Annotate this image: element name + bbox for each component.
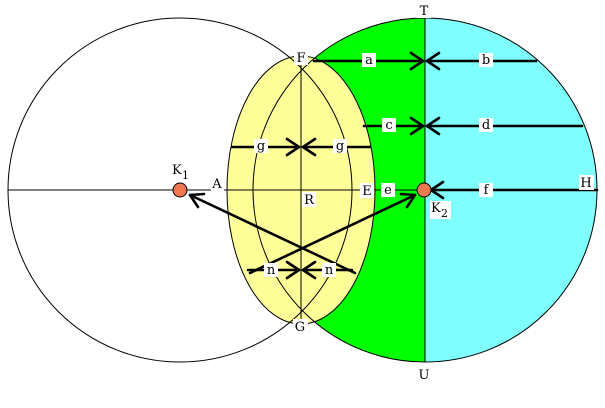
node-k2 (416, 182, 432, 198)
label-f: f (479, 183, 493, 198)
svg-text:T: T (420, 4, 429, 19)
svg-text:f: f (484, 183, 490, 198)
label-g-left: g (254, 139, 268, 154)
svg-text:n: n (267, 263, 276, 278)
label-k1-sub: 1 (182, 169, 189, 182)
label-b: b (479, 53, 493, 68)
label-g-point: G (293, 319, 308, 335)
label-d: d (479, 118, 493, 133)
svg-text:g: g (257, 139, 265, 154)
svg-text:E: E (362, 184, 372, 199)
svg-text:G: G (295, 320, 305, 335)
label-r-point: R (302, 192, 316, 208)
label-k1: K 1 (171, 162, 191, 182)
label-t: T (417, 3, 431, 19)
svg-text:d: d (482, 118, 490, 133)
label-k1-base: K (172, 163, 182, 178)
svg-text:a: a (365, 53, 373, 68)
arrow-to-k2 (248, 192, 417, 275)
label-n-right: n (322, 263, 336, 278)
svg-text:e: e (384, 183, 392, 198)
label-u-point: U (417, 367, 432, 383)
label-g-right: g (333, 139, 347, 154)
label-h-point: H (579, 175, 594, 191)
svg-text:U: U (419, 368, 430, 383)
label-e-point: E (360, 183, 374, 199)
label-c: c (382, 118, 396, 133)
svg-text:A: A (211, 177, 222, 192)
svg-text:n: n (325, 263, 334, 278)
node-k1 (172, 182, 188, 198)
label-f-point: F (294, 50, 308, 66)
svg-text:H: H (580, 176, 591, 191)
svg-text:g: g (336, 139, 344, 154)
arrow-to-k1 (188, 192, 357, 275)
label-a: a (362, 53, 376, 68)
arrow-d (425, 116, 584, 136)
svg-text:c: c (385, 118, 392, 133)
label-n-left: n (264, 263, 278, 278)
svg-text:F: F (296, 51, 305, 66)
label-k2: K 2 (430, 201, 451, 220)
label-e: e (381, 183, 395, 198)
label-k2-base: K (431, 201, 441, 216)
label-k2-sub: 2 (441, 207, 448, 220)
label-a-point: A (211, 176, 224, 192)
svg-text:b: b (482, 53, 490, 68)
svg-text:R: R (304, 193, 315, 208)
